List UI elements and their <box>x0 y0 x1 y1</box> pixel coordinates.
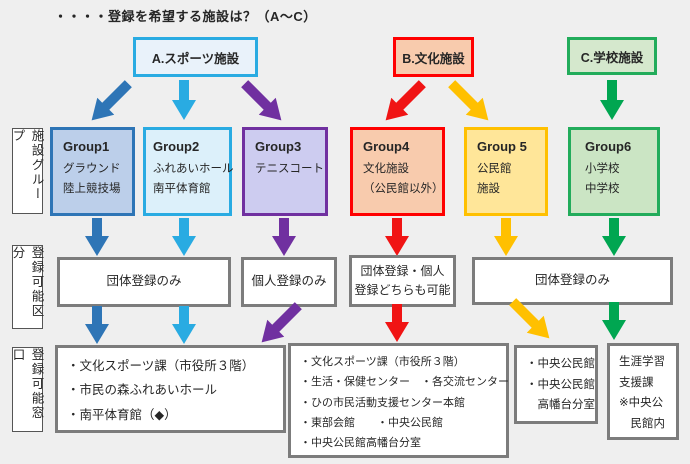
category-individual-only: 個人登録のみ <box>241 257 337 307</box>
row-label-text: 登録可能窓口 <box>10 348 44 421</box>
arrow-a-to-group1 <box>91 80 132 121</box>
category-group-only-2: 団体登録のみ <box>472 257 673 305</box>
window-line: 支援課 <box>619 376 654 389</box>
arrow-a-to-group3 <box>241 80 282 121</box>
window-line: ・生活・保健センター ・各交流センター <box>300 376 509 389</box>
category-group-only-1: 団体登録のみ <box>57 257 231 307</box>
facility-type-b-box: B.文化施設 <box>393 37 474 77</box>
window-line: ・中央公民館 <box>526 358 595 370</box>
arrow-category2-to-window1 <box>261 302 302 343</box>
facility-type-c-label: C.学校施設 <box>580 50 644 65</box>
group5-box: Group 5 公民館 施設 <box>464 127 548 216</box>
window-line: ※中央公 <box>619 397 664 410</box>
arrow-group6-to-category <box>602 218 626 256</box>
group4-title: Group4 <box>363 139 410 154</box>
category-line: 個人登録のみ <box>251 274 327 289</box>
window-line: ・市民の森ふれあいホール <box>67 383 218 398</box>
row-label-text: 施設グループ <box>10 129 44 202</box>
facility-type-a-box: A.スポーツ施設 <box>133 37 258 77</box>
window-line: ・東部会館 ・中央公民館 <box>300 417 443 430</box>
page-heading: ・・・・登録を希望する施設は？（A～C） <box>54 9 317 24</box>
group1-box: Group1 グラウンド 陸上競技場 <box>50 127 135 216</box>
arrow-b-to-group5 <box>448 80 489 121</box>
row-label-facility-group: 施設グループ <box>11 128 44 214</box>
arrow-category3-to-window2 <box>385 304 409 342</box>
group2-box: Group2 ふれあいホール 南平体育館 <box>143 127 234 216</box>
window-box-sports: ・文化スポーツ課（市役所３階） ・市民の森ふれあいホール ・南平体育館（◆） <box>55 345 286 433</box>
facility-type-a-label: A.スポーツ施設 <box>151 51 240 66</box>
group4-line: （公民館以外） <box>363 183 444 196</box>
arrow-group4-to-category <box>385 218 409 256</box>
group1-line: グラウンド <box>63 163 121 175</box>
window-line: ・南平体育館（◆） <box>67 407 177 422</box>
group2-line: 南平体育館 <box>153 183 211 196</box>
group3-line: テニスコート <box>255 163 324 175</box>
group6-title: Group6 <box>585 139 632 154</box>
group3-box: Group3 テニスコート <box>242 127 328 216</box>
category-line: 登録どちらも可能 <box>354 283 451 297</box>
arrow-category1-to-window1-cyan <box>172 306 196 344</box>
arrow-a-to-group2 <box>172 80 196 120</box>
arrow-group3-to-category <box>272 218 296 256</box>
category-group-or-individual: 団体登録・個人 登録どちらも可能 <box>349 255 456 307</box>
window-line: ・中央公民館高幡台分室 <box>300 437 421 450</box>
group5-line: 施設 <box>477 183 500 196</box>
window-line: ・中央公民館 <box>526 378 595 391</box>
arrow-category1-to-window1-blue <box>85 306 109 344</box>
group5-line: 公民館 <box>477 163 512 175</box>
arrow-group5-to-category <box>494 218 518 256</box>
row-label-text: 登録可能区分 <box>10 246 44 319</box>
row-label-registration-window: 登録可能窓口 <box>11 347 44 432</box>
group6-line: 中学校 <box>585 183 620 196</box>
window-box-kominkan: ・中央公民館 ・中央公民館 高幡台分室 <box>514 345 598 424</box>
group6-line: 小学校 <box>585 163 620 175</box>
window-line: ・文化スポーツ課（市役所３階） <box>300 356 465 368</box>
arrow-group1-to-category <box>85 218 109 256</box>
arrow-category4-to-window3 <box>509 298 550 339</box>
group2-line: ふれあいホール <box>153 163 234 175</box>
group6-box: Group6 小学校 中学校 <box>568 127 660 216</box>
arrow-category4-to-window4 <box>602 302 626 340</box>
group4-line: 文化施設 <box>363 163 409 175</box>
window-line: ・文化スポーツ課（市役所３階） <box>67 359 255 373</box>
group1-title: Group1 <box>63 139 110 154</box>
group2-title: Group2 <box>153 139 200 154</box>
category-line: 団体登録のみ <box>106 274 182 289</box>
facility-type-c-box: C.学校施設 <box>567 37 657 75</box>
arrow-group2-to-category <box>172 218 196 256</box>
window-line: 民館内 <box>619 418 665 431</box>
window-line: 生涯学習 <box>619 356 665 368</box>
group4-box: Group4 文化施設 （公民館以外） <box>350 127 445 216</box>
row-label-registration-category: 登録可能区分 <box>11 245 44 329</box>
arrow-b-to-group4 <box>385 80 426 121</box>
group3-title: Group3 <box>255 139 302 154</box>
window-box-culture: ・文化スポーツ課（市役所３階） ・生活・保健センター ・各交流センター ・ひの市… <box>288 343 509 458</box>
window-box-school: 生涯学習 支援課 ※中央公 民館内 <box>607 343 679 440</box>
window-line: 高幡台分室 <box>526 399 595 412</box>
window-line: ・ひの市民活動支援センター本館 <box>300 396 465 409</box>
category-line: 団体登録・個人 <box>360 264 445 279</box>
facility-type-b-label: B.文化施設 <box>402 51 465 66</box>
group5-title: Group 5 <box>477 139 527 154</box>
category-line: 団体登録のみ <box>534 273 610 288</box>
arrow-c-to-group6 <box>600 80 624 120</box>
group1-line: 陸上競技場 <box>63 183 121 196</box>
